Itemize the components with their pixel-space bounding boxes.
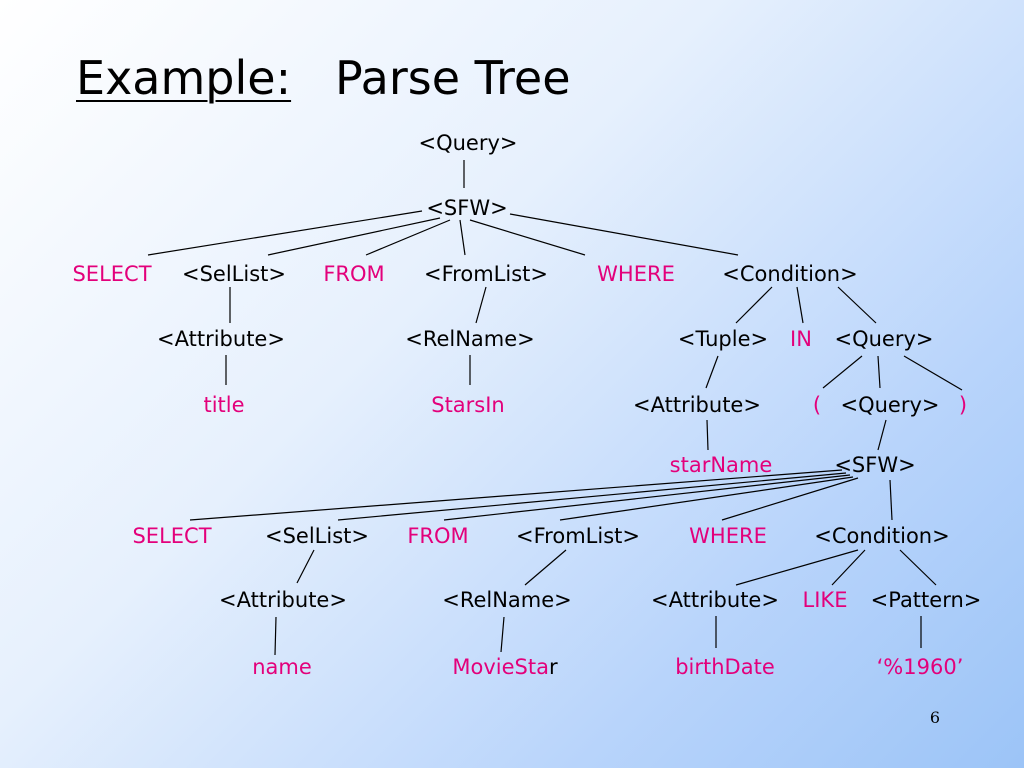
node-attr3: <Attribute>: [219, 588, 347, 612]
node-from1: FROM: [323, 262, 384, 286]
edge-sfw2-select2: [189, 469, 843, 521]
edge-sfw1-sellist1: [267, 217, 441, 256]
node-fromlist2: <FromList>: [516, 524, 640, 548]
node-lparen: (: [813, 393, 821, 417]
title-parse-tree: Parse Tree: [335, 51, 571, 105]
node-query3: <Query>: [840, 393, 939, 417]
edge-sellist2-attr3: [296, 549, 315, 584]
node-sellist1: <SelList>: [182, 262, 286, 286]
edge-attr2-starname1: [706, 419, 709, 451]
node-select2: SELECT: [132, 524, 211, 548]
edge-sfw1-cond1: [509, 213, 739, 256]
node-select1: SELECT: [72, 262, 151, 286]
edge-sfw1-select1: [147, 210, 423, 256]
edge-sfw1-fromlist1: [459, 219, 466, 256]
node-name1: name: [252, 655, 312, 679]
node-where1: WHERE: [597, 262, 675, 286]
edge-rel2-moviestar1: [500, 616, 505, 653]
node-sellist2: <SelList>: [265, 524, 369, 548]
node-fromlist1: <FromList>: [424, 262, 548, 286]
edge-sfw2-where2: [721, 477, 859, 521]
edge-sfw2-fromlist2: [559, 476, 854, 521]
edge-sfw1-from1: [365, 219, 451, 256]
node-tuple1: <Tuple>: [678, 327, 768, 351]
tree-edges: [147, 160, 963, 656]
edge-query2-lparen: [822, 355, 863, 389]
edge-cond1-query2: [837, 286, 877, 324]
node-in1: IN: [790, 327, 812, 351]
node-moviestar1-part: r: [549, 655, 558, 679]
node-title1: title: [203, 393, 244, 417]
edge-query3-sfw2: [877, 419, 887, 451]
edge-attr3-name1: [274, 616, 277, 656]
node-pct1960: ‘%1960’: [877, 655, 964, 679]
edge-cond2-attr4: [735, 549, 859, 586]
node-cond2: <Condition>: [814, 524, 949, 548]
node-query1: <Query>: [418, 131, 517, 155]
node-moviestar1-part: MovieSta: [452, 655, 549, 679]
edge-fromlist1-rel1: [475, 286, 487, 324]
page-number: 6: [929, 708, 940, 727]
node-from2: FROM: [407, 524, 468, 548]
node-sfw1: <SFW>: [426, 196, 507, 220]
node-rparen: ): [959, 393, 967, 417]
edge-fromlist2-rel2: [524, 549, 567, 586]
edge-sfw2-cond2: [889, 479, 893, 521]
edge-sfw2-sellist2: [337, 472, 847, 521]
node-attr2: <Attribute>: [633, 393, 761, 417]
edge-sfw1-where1: [469, 219, 586, 256]
node-where2: WHERE: [689, 524, 767, 548]
tree-nodes: <Query> <SFW> SELECT <SelList> FROM <FromList…: [72, 131, 981, 679]
node-sfw2: <SFW>: [834, 453, 915, 477]
title-example: Example:: [76, 51, 292, 105]
edge-tuple1-attr2: [705, 355, 719, 389]
node-attr4: <Attribute>: [651, 588, 779, 612]
edge-cond1-tuple1: [735, 286, 773, 324]
node-cond1: <Condition>: [722, 262, 857, 286]
node-rel2: <RelName>: [442, 588, 572, 612]
node-query2: <Query>: [834, 327, 933, 351]
node-like1: LIKE: [803, 588, 848, 612]
edge-cond1-in1: [796, 286, 804, 324]
node-pattern1: <Pattern>: [871, 588, 982, 612]
node-attr1: <Attribute>: [157, 327, 285, 351]
node-starname1: starName: [670, 453, 773, 477]
edge-query2-rparen: [903, 355, 963, 391]
edge-sfw2-from2: [443, 474, 851, 521]
node-moviestar1: MovieStar: [452, 655, 558, 679]
node-rel1: <RelName>: [405, 327, 535, 351]
edge-query2-query3: [877, 355, 881, 389]
edge-cond2-like1: [831, 549, 866, 586]
node-starsin1: StarsIn: [431, 393, 505, 417]
edge-cond2-pattern1: [899, 549, 937, 586]
node-birthdate1: birthDate: [675, 655, 775, 679]
